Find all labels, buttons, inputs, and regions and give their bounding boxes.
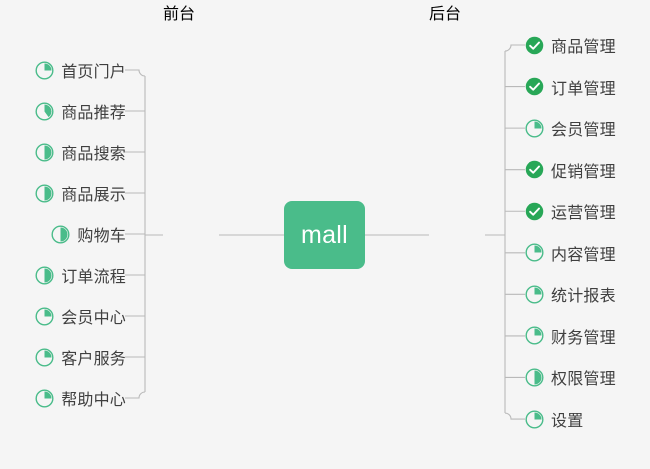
- pie-progress-icon: [35, 306, 54, 326]
- leaf-node[interactable]: 帮助中心: [34, 385, 126, 411]
- pie-progress-icon: [525, 119, 544, 138]
- leaf-node-label: 促销管理: [551, 163, 616, 181]
- leaf-node[interactable]: 订单流程: [34, 262, 126, 288]
- leaf-node-label: 统计报表: [551, 288, 616, 306]
- leaf-node[interactable]: 商品管理: [524, 32, 616, 58]
- branch-node-frontend[interactable]: 前台: [163, 6, 196, 23]
- leaf-node-label: 内容管理: [551, 246, 616, 264]
- pie-progress-icon: [35, 60, 54, 80]
- pie-progress-icon: [525, 243, 544, 262]
- pie-progress-icon: [35, 183, 54, 203]
- pie-progress-icon: [525, 285, 544, 304]
- leaf-node-label: 购物车: [77, 228, 126, 245]
- leaf-node-label: 运营管理: [551, 205, 616, 223]
- leaf-node[interactable]: 订单管理: [524, 74, 616, 100]
- connector-path: [504, 412, 525, 420]
- leaf-node[interactable]: 会员中心: [34, 303, 126, 329]
- branch-node-backend[interactable]: 后台: [429, 6, 462, 23]
- leaf-node-label: 订单管理: [551, 80, 616, 98]
- leaf-node[interactable]: 首页门户: [34, 57, 126, 83]
- leaf-node[interactable]: 权限管理: [524, 364, 616, 390]
- check-circle-icon: [525, 202, 544, 220]
- pie-progress-icon: [525, 410, 544, 429]
- connector-path: [125, 391, 146, 399]
- check-circle-icon: [525, 160, 544, 179]
- pie-progress-icon: [525, 326, 544, 345]
- leaf-node-label: 权限管理: [551, 371, 616, 389]
- leaf-node[interactable]: 内容管理: [524, 240, 616, 266]
- leaf-node-label: 会员中心: [61, 310, 126, 327]
- leaf-node[interactable]: 商品展示: [34, 180, 126, 206]
- leaf-node-label: 商品推荐: [61, 105, 126, 122]
- pie-progress-icon: [525, 368, 544, 387]
- connector-path: [504, 44, 525, 52]
- check-circle-icon: [525, 36, 544, 54]
- pie-progress-icon: [35, 265, 54, 285]
- leaf-node-label: 会员管理: [551, 122, 616, 140]
- pie-progress-icon: [51, 224, 70, 244]
- leaf-node[interactable]: 统计报表: [524, 281, 616, 307]
- leaf-node-label: 帮助中心: [61, 392, 126, 409]
- leaf-node[interactable]: 商品搜索: [34, 139, 126, 165]
- leaf-node-label: 设置: [551, 413, 584, 431]
- leaf-node[interactable]: 财务管理: [524, 323, 616, 349]
- leaf-node-label: 客户服务: [61, 351, 126, 368]
- root-node-mall[interactable]: mall: [284, 201, 365, 269]
- leaf-node[interactable]: 购物车: [50, 221, 126, 247]
- leaf-node-label: 商品搜索: [61, 146, 126, 163]
- leaf-node-label: 财务管理: [551, 329, 616, 347]
- connector-path: [125, 69, 146, 77]
- leaf-node-label: 首页门户: [61, 64, 126, 81]
- pie-progress-icon: [35, 347, 54, 367]
- leaf-node-label: 订单流程: [61, 269, 126, 286]
- leaf-node-label: 商品管理: [551, 39, 616, 56]
- leaf-node[interactable]: 设置: [524, 406, 583, 432]
- pie-progress-icon: [35, 101, 54, 121]
- leaf-node[interactable]: 运营管理: [524, 198, 616, 224]
- leaf-node[interactable]: 促销管理: [524, 157, 616, 183]
- pie-progress-icon: [35, 388, 54, 408]
- check-circle-icon: [525, 77, 544, 96]
- leaf-node[interactable]: 商品推荐: [34, 98, 126, 124]
- pie-progress-icon: [35, 142, 54, 162]
- leaf-node[interactable]: 会员管理: [524, 115, 616, 141]
- leaf-node-label: 商品展示: [61, 187, 126, 204]
- leaf-node[interactable]: 客户服务: [34, 344, 126, 370]
